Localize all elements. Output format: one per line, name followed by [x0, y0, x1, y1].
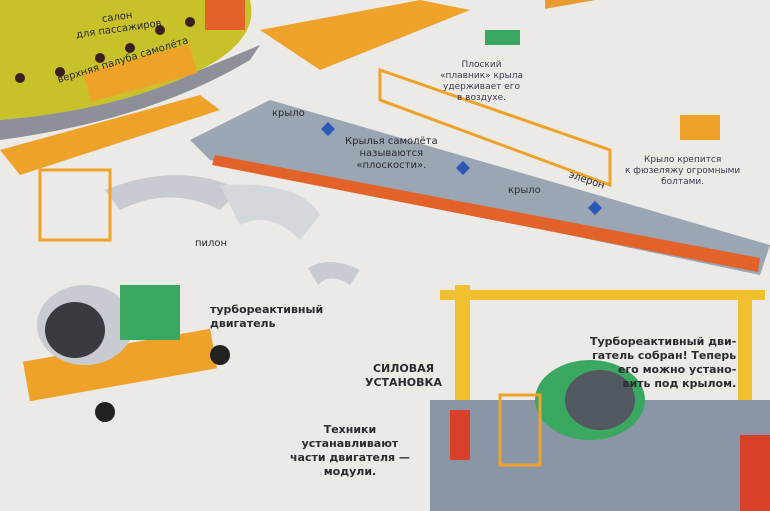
label-technicians: Техники устанавливают части двигателя — …	[290, 423, 410, 478]
label-power-plant: СИЛОВАЯ УСТАНОВКА	[365, 362, 443, 389]
label-wing-top: крыло	[272, 108, 305, 119]
fire-extinguisher	[450, 410, 470, 460]
airplane-fuselage	[0, 0, 252, 120]
gantry-crane	[440, 285, 765, 420]
label-turbojet: турбореактивный двигатель	[210, 303, 324, 330]
cockpit-door	[205, 0, 245, 30]
label-pylon: пилон	[195, 238, 228, 249]
red-box	[740, 435, 770, 511]
engine-cart	[22, 328, 218, 402]
ladder-right	[498, 393, 542, 467]
wing	[190, 100, 770, 275]
scaffold-left	[0, 95, 220, 175]
engine-cowl	[105, 175, 240, 210]
wing-stripe	[212, 155, 760, 272]
stairs-top	[260, 0, 470, 70]
windows	[15, 17, 195, 83]
tool-cart	[680, 115, 720, 140]
wing-markers	[320, 121, 603, 216]
label-wing-mid: крыло	[508, 185, 541, 196]
yellow-box	[82, 44, 198, 102]
scaffold-ladder	[38, 168, 112, 242]
orange-cabinet	[545, 0, 725, 9]
label-engine-assembled: Турбореактивный дви- гатель собран! Тепе…	[590, 335, 737, 390]
small-cowl	[308, 261, 360, 285]
green-machine	[485, 30, 520, 45]
label-wing-attached: Крыло крепится к фюзеляжу огромными болт…	[625, 155, 741, 187]
label-wings-called: Крылья самолёта называются «плоскости».	[345, 136, 438, 171]
engine-cowl-2	[220, 184, 320, 240]
railing	[378, 67, 612, 188]
label-flat-fin: Плоский «плавник» крыла удерживает его в…	[440, 60, 524, 103]
fuselage-belly	[0, 45, 260, 140]
